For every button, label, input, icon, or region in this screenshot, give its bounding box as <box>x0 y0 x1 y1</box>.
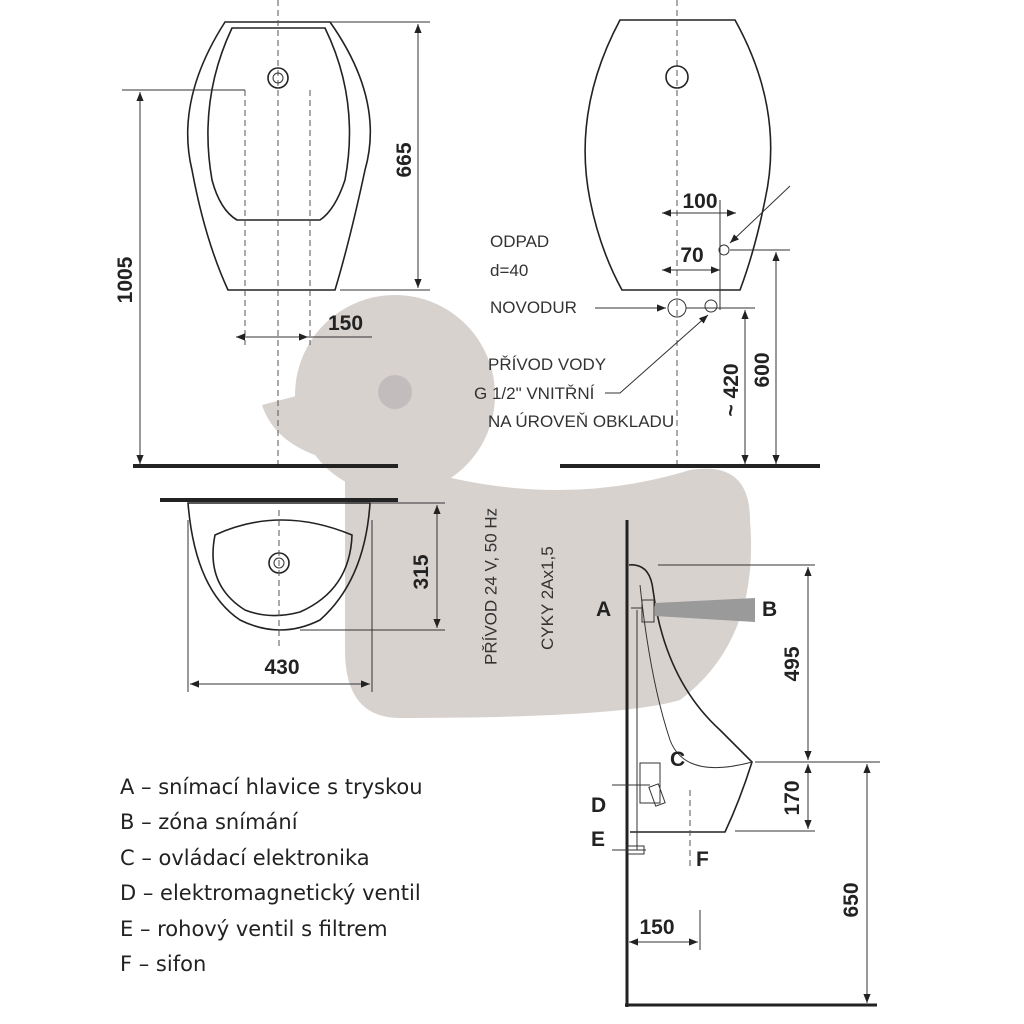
dim-315: 315 <box>410 554 433 589</box>
dim-150-side: 150 <box>639 916 674 939</box>
marker-b: B <box>762 598 777 621</box>
marker-a: A <box>596 598 611 621</box>
note-power-cable: CYKY 2Ax1,5 <box>538 546 557 650</box>
dim-150-front: 150 <box>328 312 363 335</box>
dim-650: 650 <box>840 882 863 917</box>
top-view: 315 430 <box>160 498 445 692</box>
marker-f: F <box>696 848 709 871</box>
dim-1005: 1005 <box>114 256 137 303</box>
rear-view: 100 70 ODPAD d=40 NOVODUR PŘÍVOD VODY G … <box>474 0 820 470</box>
legend-item-a: A – snímací hlavice s tryskou <box>120 775 423 799</box>
marker-e: E <box>591 828 605 851</box>
front-view: 665 1005 150 <box>114 0 430 470</box>
legend: A – snímací hlavice s tryskou B – zóna s… <box>120 775 423 976</box>
note-power-supply: PŘÍVOD 24 V, 50 Hz <box>481 508 500 665</box>
dim-100: 100 <box>682 190 717 213</box>
note-privod-vody: PŘÍVOD VODY <box>488 355 606 374</box>
dim-420: ~ 420 <box>720 363 743 416</box>
note-privod-thread: G 1/2" VNITŘNÍ <box>474 384 595 403</box>
legend-item-f: F – sifon <box>120 952 206 976</box>
marker-c: C <box>670 748 685 771</box>
dim-430: 430 <box>264 656 299 679</box>
legend-item-c: C – ovládací elektronika <box>120 846 370 870</box>
dim-495: 495 <box>781 646 804 681</box>
legend-item-d: D – elektromagnetický ventil <box>120 881 421 905</box>
note-odpad-diameter: d=40 <box>490 261 528 280</box>
side-view: A B C D E F PŘÍVOD 24 V, 50 Hz CYKY 2Ax1… <box>481 508 880 1007</box>
sensing-zone <box>655 598 755 622</box>
legend-item-b: B – zóna snímání <box>120 810 299 834</box>
note-privod-level: NA ÚROVEŇ OBKLADU <box>488 412 674 431</box>
marker-d: D <box>591 794 606 817</box>
note-odpad: ODPAD <box>490 232 549 251</box>
dim-665: 665 <box>393 142 416 177</box>
note-odpad-material: NOVODUR <box>490 298 577 317</box>
dim-170: 170 <box>781 780 804 815</box>
dim-600: 600 <box>751 352 774 387</box>
legend-item-e: E – rohový ventil s filtrem <box>120 917 388 941</box>
dim-70: 70 <box>680 244 703 267</box>
